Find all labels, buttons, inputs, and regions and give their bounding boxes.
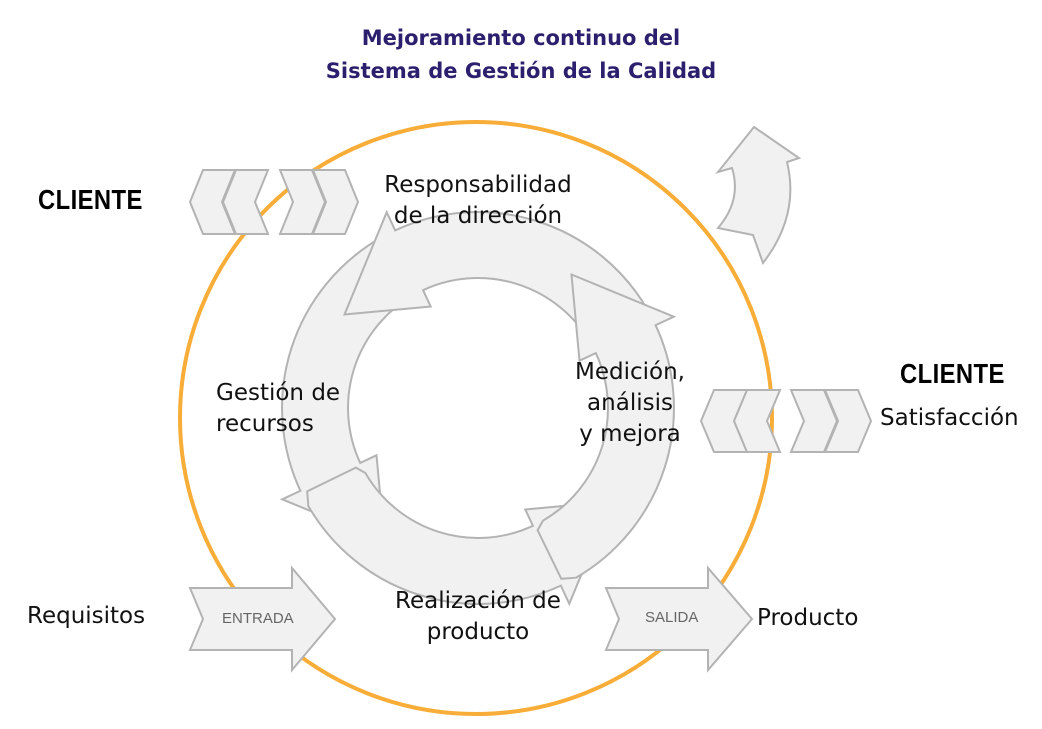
title-line-1: Mejoramiento continuo del	[361, 26, 681, 50]
chevron-right-icon	[311, 169, 360, 235]
curved-up-arrow-icon	[715, 125, 802, 266]
chevron-left-icon	[221, 169, 270, 235]
satisfaccion-label: Satisfacción	[880, 405, 1019, 431]
salida-label: SALIDA	[645, 609, 699, 626]
cycle-arrows	[279, 209, 677, 607]
producto-label: Producto	[757, 605, 859, 631]
entrada-arrow	[188, 565, 337, 673]
text: Gestión de	[216, 380, 341, 406]
diagram-title: Mejoramiento continuo del Sistema de Ges…	[0, 22, 1042, 88]
left-client-label: CLIENTE	[38, 184, 143, 215]
top-cycle-arrow	[342, 209, 650, 350]
chevron-left-icon	[732, 389, 782, 453]
text: recursos	[216, 411, 314, 437]
text: producto	[426, 619, 530, 645]
salida-arrow	[604, 565, 754, 673]
title-line-2: Sistema de Gestión de la Calidad	[325, 59, 717, 83]
top-process-label: Responsabilidad de la dirección	[368, 170, 588, 232]
text: Responsabilidad	[384, 172, 572, 198]
bottom-process-label: Realización de producto	[368, 586, 588, 648]
entrada-label: ENTRADA	[222, 610, 294, 627]
chevron-right-icon	[823, 389, 873, 453]
right-process-label: Medición, análisis y mejora	[560, 357, 700, 450]
text: análisis	[587, 390, 673, 416]
right-cycle-arrow	[536, 272, 677, 580]
right-client-label: CLIENTE	[900, 358, 1005, 389]
requisitos-label: Requisitos	[27, 603, 146, 629]
text: Medición,	[575, 359, 685, 385]
orange-ring	[178, 120, 774, 716]
text: de la dirección	[393, 203, 563, 229]
text: y mejora	[579, 421, 681, 447]
left-process-label: Gestión de recursos	[216, 378, 340, 440]
text: Realización de	[395, 588, 561, 614]
